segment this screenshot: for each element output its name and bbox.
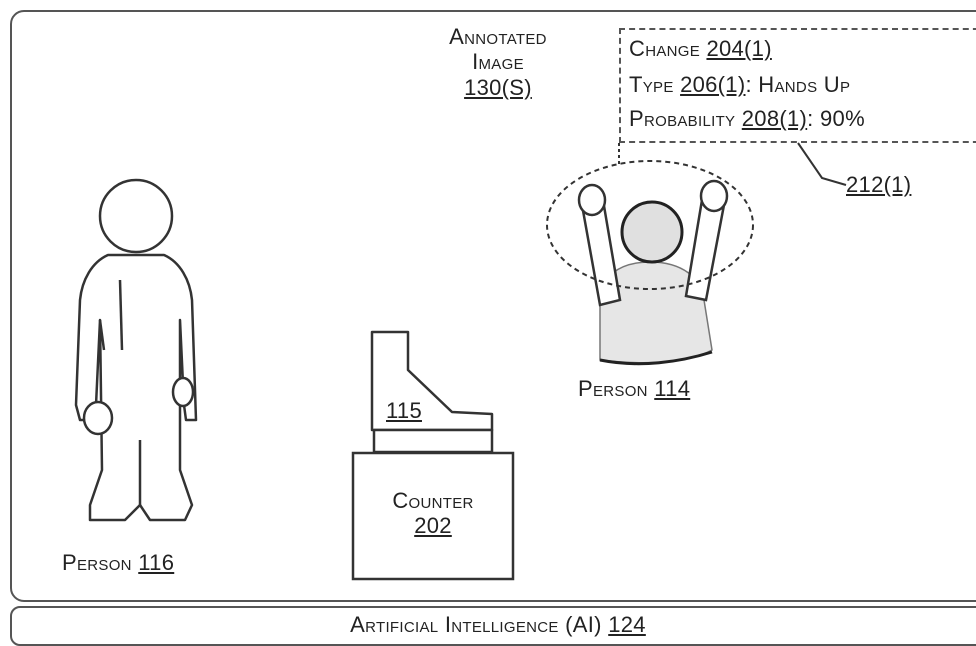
type-ref: 206(1) — [680, 72, 745, 97]
image-word: Image — [418, 49, 578, 74]
person-114-label: Person 114 — [578, 376, 690, 401]
counter-word: Counter — [353, 488, 513, 513]
probability-ref: 208(1) — [742, 106, 807, 131]
leader-ref: 212(1) — [846, 172, 911, 197]
device-115-label: 115 — [386, 398, 422, 423]
person-116-ref: 116 — [138, 550, 174, 575]
probability-label: Probability — [629, 106, 735, 131]
ai-label: Artificial Intelligence (AI) 124 — [10, 612, 976, 637]
person-116-label: Person 116 — [62, 550, 174, 575]
device-115 — [372, 332, 492, 452]
callout-type-line: Type 206(1): Hands Up — [629, 72, 850, 97]
person-114-word: Person — [578, 376, 648, 401]
leader-ref-label: 212(1) — [846, 172, 911, 197]
person-114-ref: 114 — [654, 376, 690, 401]
ai-ref: 124 — [608, 612, 646, 637]
person-116-figure — [76, 180, 196, 520]
person-116-word: Person — [62, 550, 132, 575]
callout-probability-line: Probability 208(1): 90% — [629, 106, 865, 131]
annotated-image-ref: 130(S) — [464, 75, 532, 100]
counter-202-label: Counter 202 — [353, 488, 513, 539]
change-label: Change — [629, 36, 700, 61]
callout-change-line: Change 204(1) — [629, 36, 772, 61]
person-114-figure — [579, 181, 727, 364]
annotated-word: Annotated — [418, 24, 578, 49]
type-label: Type — [629, 72, 674, 97]
type-value: : Hands Up — [745, 72, 850, 97]
device-115-ref: 115 — [386, 398, 422, 423]
leader-line-212 — [798, 143, 846, 185]
change-ref: 204(1) — [706, 36, 771, 61]
ai-word: Artificial Intelligence (AI) — [350, 612, 602, 637]
probability-value: : 90% — [807, 106, 865, 131]
annotated-image-title: Annotated Image 130(S) — [418, 24, 578, 100]
counter-ref: 202 — [414, 513, 452, 538]
